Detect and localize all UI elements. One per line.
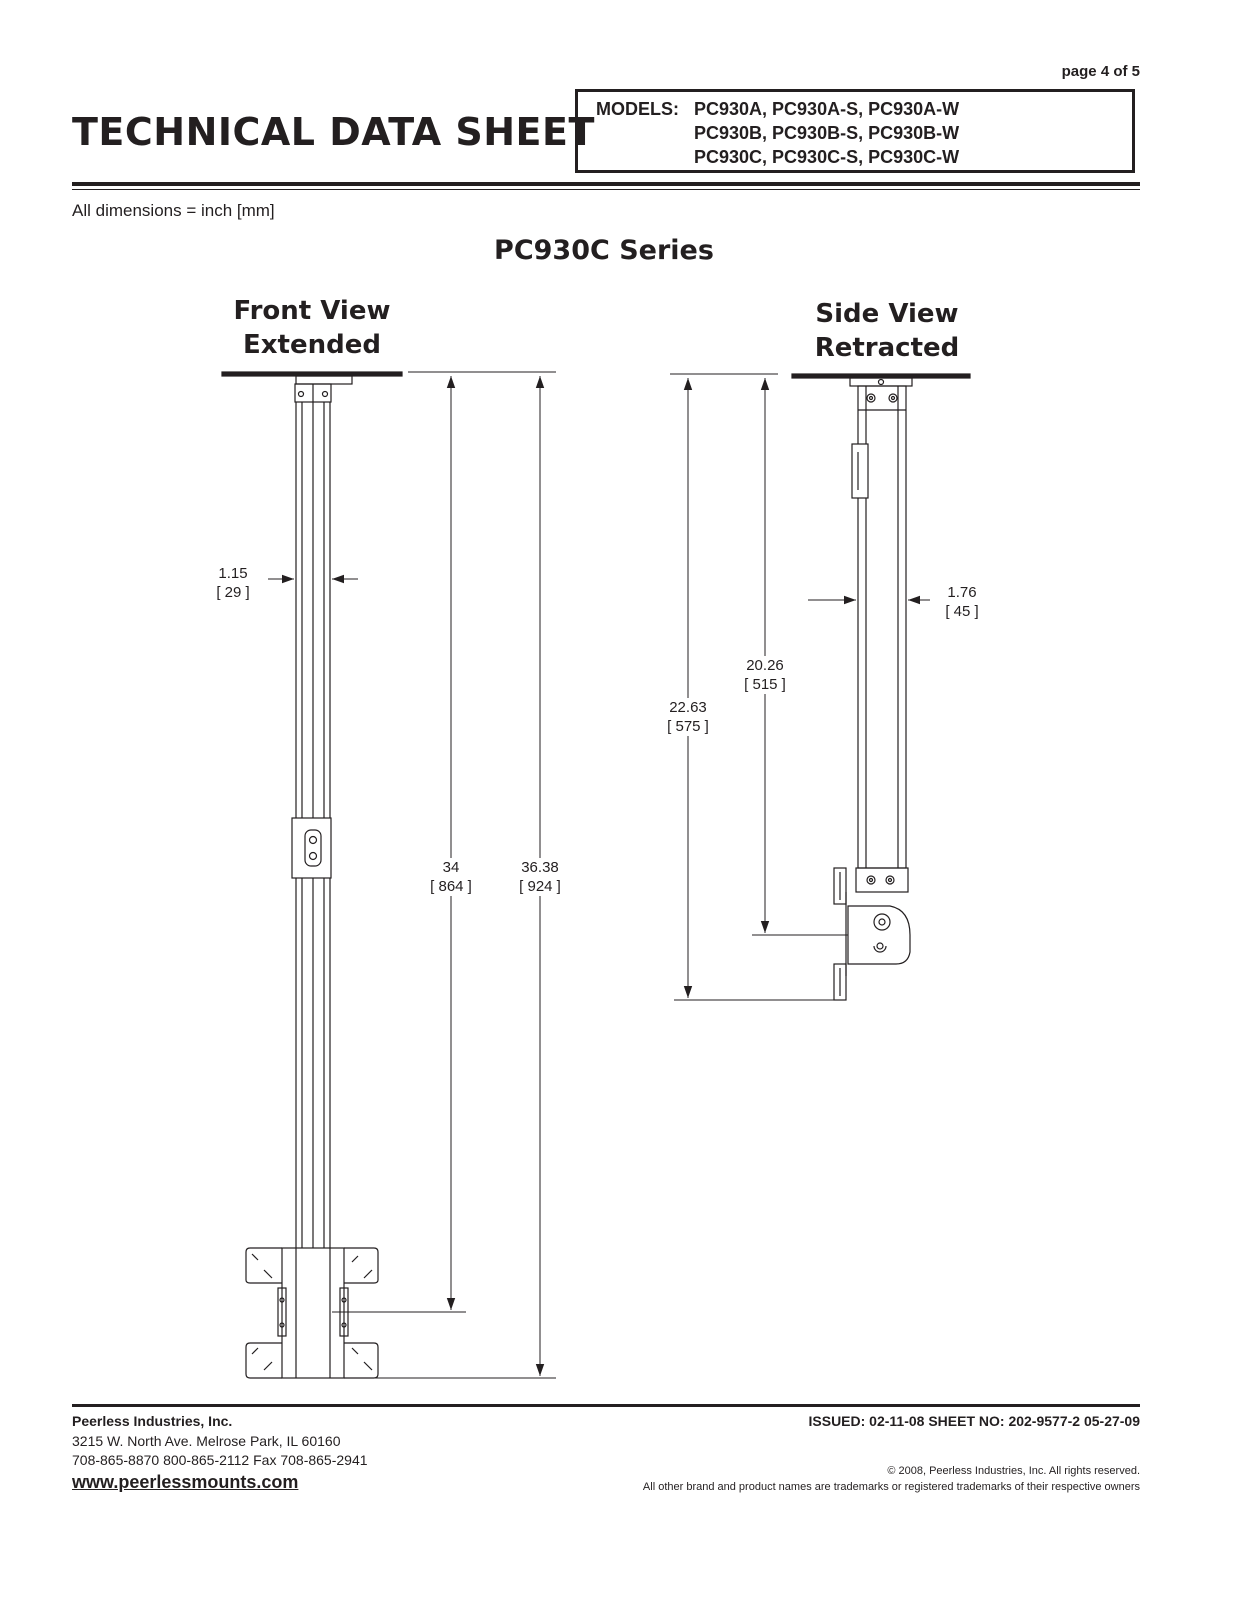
front-view-title-line1: Front View bbox=[233, 296, 391, 326]
front-width-dim: 1.15 [ 29 ] bbox=[208, 564, 258, 602]
document-title: TECHNICAL DATA SHEET bbox=[72, 110, 595, 154]
front-bracket-frame bbox=[281, 1247, 345, 1379]
side-overall-inch: 22.63 bbox=[669, 699, 707, 716]
trademark-notice: All other brand and product names are tr… bbox=[642, 1481, 1140, 1493]
side-width-inch: 1.76 bbox=[947, 584, 977, 601]
models-label: MODELS: bbox=[596, 99, 679, 119]
side-latch bbox=[851, 443, 869, 499]
front-overall-dim: 36.38 [ 924 ] bbox=[510, 858, 570, 896]
side-overall-mm: [ 575 ] bbox=[667, 718, 709, 735]
header-rule-thick bbox=[72, 182, 1140, 186]
issue-info: ISSUED: 02-11-08 SHEET NO: 202-9577-2 05… bbox=[808, 1413, 1141, 1429]
side-length-mm: [ 515 ] bbox=[744, 676, 786, 693]
front-bracket-tab-ul bbox=[245, 1247, 282, 1284]
models-line-2: PC930B, PC930B-S, PC930B-W bbox=[694, 123, 960, 143]
front-plate-hub bbox=[295, 375, 353, 385]
front-overall-mm: [ 924 ] bbox=[519, 878, 561, 895]
side-view-drawing bbox=[791, 373, 971, 1001]
side-ceiling-plate bbox=[791, 373, 971, 379]
dimensions-note: All dimensions = inch [mm] bbox=[72, 201, 275, 220]
side-view-title-line1: Side View bbox=[815, 299, 959, 329]
front-overall-inch: 36.38 bbox=[521, 859, 559, 876]
copyright-notice: © 2008, Peerless Industries, Inc. All ri… bbox=[887, 1465, 1140, 1477]
side-length-dim: 20.26 [ 515 ] bbox=[735, 656, 795, 694]
front-clamp-collar bbox=[291, 817, 332, 879]
side-width-mm: [ 45 ] bbox=[945, 603, 979, 620]
side-length-inch: 20.26 bbox=[746, 657, 784, 674]
website-link[interactable]: www.peerlessmounts.com bbox=[72, 1472, 299, 1492]
side-overall-dim: 22.63 [ 575 ] bbox=[658, 698, 718, 736]
models-box: MODELS: PC930A, PC930A-S, PC930A-W PC930… bbox=[575, 89, 1135, 173]
side-tilt-head bbox=[847, 905, 911, 965]
footer-rule bbox=[72, 1404, 1140, 1407]
company-name: Peerless Industries, Inc. bbox=[72, 1413, 233, 1429]
side-width-dim: 1.76 [ 45 ] bbox=[936, 583, 988, 621]
front-bracket-tab-ur bbox=[344, 1247, 379, 1284]
models-line-1: PC930A, PC930A-S, PC930A-W bbox=[694, 99, 960, 119]
page-number: page 4 of 5 bbox=[1061, 63, 1140, 80]
models-line-3: PC930C, PC930C-S, PC930C-W bbox=[694, 147, 960, 167]
company-phones: 708-865-8870 800-865-2112 Fax 708-865-29… bbox=[72, 1452, 368, 1468]
side-view-title: Side View Retracted bbox=[787, 297, 987, 365]
front-bracket-tab-ll bbox=[245, 1342, 282, 1379]
side-view-title-line2: Retracted bbox=[814, 333, 960, 363]
side-tilt-slot bbox=[873, 945, 887, 953]
series-title: PC930C Series bbox=[494, 235, 714, 266]
front-view-title-line2: Extended bbox=[243, 330, 381, 360]
front-ceiling-plate bbox=[221, 371, 403, 377]
front-width-mm: [ 29 ] bbox=[216, 584, 250, 601]
front-bracket-tab-lr bbox=[344, 1342, 379, 1379]
header-rule-thin bbox=[72, 189, 1140, 190]
front-length-mm: [ 864 ] bbox=[430, 878, 472, 895]
side-view-dimensions bbox=[670, 373, 930, 1001]
company-address: 3215 W. North Ave. Melrose Park, IL 6016… bbox=[72, 1433, 341, 1449]
front-length-dim: 34 [ 864 ] bbox=[422, 858, 480, 896]
front-width-inch: 1.15 bbox=[218, 565, 248, 582]
front-view-title: Front View Extended bbox=[212, 294, 412, 362]
front-length-inch: 34 bbox=[442, 859, 460, 876]
side-tilt-pivot bbox=[873, 913, 891, 931]
front-view-drawing bbox=[221, 371, 403, 1379]
side-lower-collar bbox=[855, 867, 909, 893]
